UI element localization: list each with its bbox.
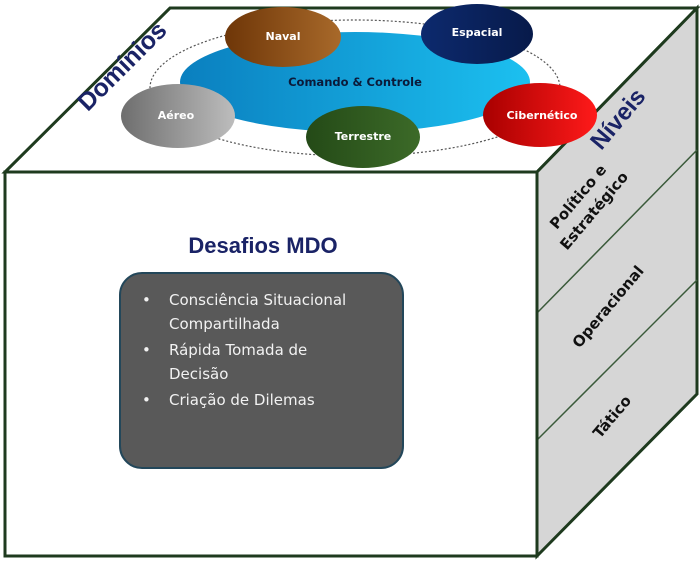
challenge-line: Consciência Situacional (169, 291, 346, 309)
domain-naval-label: Naval (266, 30, 301, 43)
bullet: • (142, 341, 151, 359)
domain-aereo-label: Aéreo (158, 109, 195, 122)
domain-naval (225, 7, 341, 67)
challenge-line: Compartilhada (169, 315, 280, 333)
domain-espacial-label: Espacial (452, 26, 503, 39)
domain-terrestre-label: Terrestre (335, 130, 392, 143)
challenges-box (119, 272, 404, 469)
bullet: • (142, 391, 151, 409)
domain-cibernetico-label: Cibernético (506, 109, 577, 122)
command-control-label: Comando & Controle (288, 75, 422, 89)
challenge-line: Criação de Dilemas (169, 391, 315, 409)
challenges-title: Desafios MDO (188, 233, 337, 258)
domain-aereo (121, 84, 235, 148)
level-divider (536, 149, 698, 314)
domain-cibernetico (483, 83, 597, 147)
bullet: • (142, 291, 151, 309)
challenge-line: Rápida Tomada de (169, 341, 307, 359)
challenge-line: Decisão (169, 365, 228, 383)
level-divider (536, 279, 698, 441)
domain-terrestre (306, 106, 420, 168)
domain-espacial (421, 4, 533, 64)
